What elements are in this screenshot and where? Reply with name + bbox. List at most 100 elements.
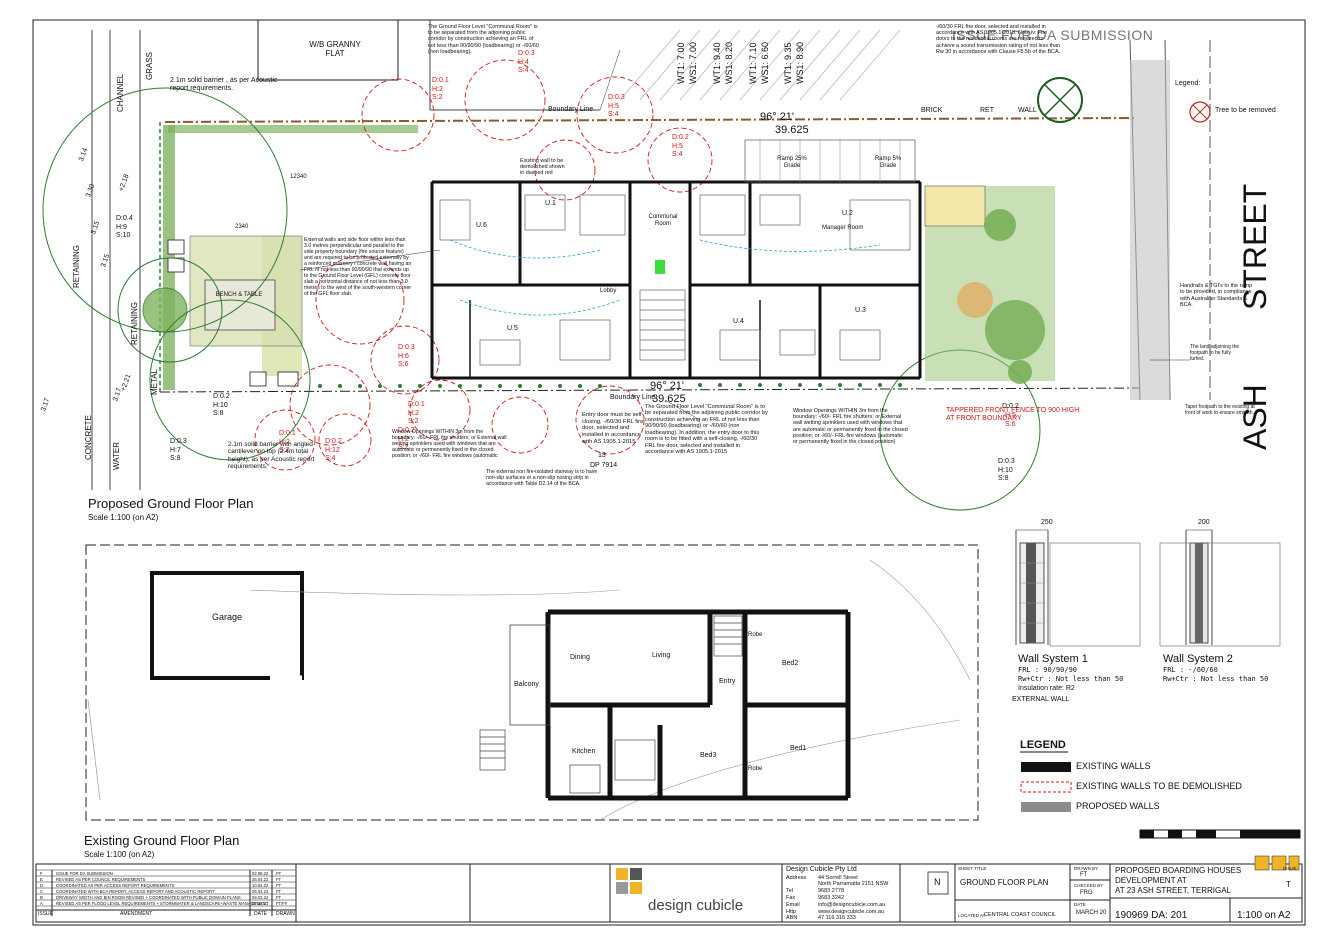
- proposed-plan-scale: Scale 1:100 (on A2): [88, 513, 159, 522]
- label-metal: METAL: [150, 368, 159, 395]
- legend-proposed-walls: PROPOSED WALLS: [1076, 801, 1160, 811]
- tree-tag-d: D:0.3: [170, 438, 187, 445]
- tree-tag-h: H:4: [518, 58, 529, 66]
- label-unit-6: U.6: [476, 222, 487, 229]
- tree-tag-d: D:0.2: [1002, 403, 1019, 410]
- revision-date: 26.04.22: [252, 877, 269, 882]
- revision-rev: B: [40, 895, 43, 900]
- water-tank-tag: WS1: 8.90: [795, 41, 805, 84]
- legend-existing-walls: EXISTING WALLS: [1076, 761, 1151, 771]
- note-stairway: The external non fire-isolated stairway …: [486, 469, 598, 487]
- tree-tag-d: D:0.2: [213, 393, 230, 400]
- existing-garage: Garage: [212, 612, 243, 622]
- existing-plan: [85, 544, 979, 821]
- revision-by: FT: [276, 877, 282, 882]
- note-footpath: The land adjoining the footpath to be fu…: [1190, 344, 1240, 362]
- checked-by-label: CHECKED BY: [1074, 883, 1104, 888]
- company-fax: 9683 3242: [818, 895, 844, 901]
- wall-system-2-name: Wall System 2: [1163, 653, 1233, 665]
- existing-plan-title: Existing Ground Floor Plan: [84, 833, 240, 848]
- company-logo-text: design cubicle: [648, 897, 744, 914]
- label-water: WATER: [112, 442, 121, 470]
- tree-tag-s: S:4: [325, 455, 336, 462]
- existing-robe-2: Robe: [748, 766, 763, 772]
- revision-date: 10.04.22: [252, 883, 269, 888]
- revision-by: FT: [276, 895, 282, 900]
- existing-living: Living: [652, 652, 671, 659]
- existing-site-boundary: [85, 544, 979, 821]
- tree-tag-s: S:2: [279, 447, 290, 454]
- wall-system-2-frl: FRL : -/60/60: [1163, 666, 1218, 674]
- existing-kitchen: Kitchen: [572, 748, 596, 755]
- note-external-walls: External walls and side floor within les…: [304, 237, 412, 297]
- tree-tag-d: D:0.3: [608, 94, 625, 101]
- label-bench-table: BENCH & TABLE: [215, 292, 263, 298]
- north-boundary-line: [164, 117, 1136, 123]
- company-email: info@designcubicle.com.au: [818, 902, 886, 908]
- rev-header-amendment: AMENDMENT: [120, 911, 153, 917]
- label-bearing-south: 96° 21': [650, 380, 685, 392]
- tree-tag-s: S:2: [398, 444, 409, 451]
- legend-demolished-walls: EXISTING WALLS TO BE DEMOLISHED: [1076, 781, 1242, 791]
- note-fire-doors: -/60/30 FRL fire door, selected and inst…: [936, 24, 1061, 55]
- revision-date: 06.04.22: [252, 889, 269, 894]
- garage-walls: [150, 571, 304, 680]
- water-tank-tag: WS1: 8.20: [724, 41, 734, 84]
- granny-flat-outline: [257, 19, 399, 81]
- tree-tag-h: H:10: [213, 401, 228, 409]
- drawn-by: FT: [1080, 872, 1088, 878]
- water-tank-tag: WT1: 9.40: [712, 42, 722, 84]
- tree-tag-h: H:7: [170, 446, 181, 454]
- note-communal-top: The Ground Floor Level "Communal Room" i…: [428, 24, 539, 55]
- south-boundary-line: [159, 387, 1141, 393]
- date-label: DATE: [1074, 902, 1086, 907]
- tree-tag-s: S:2: [408, 418, 419, 425]
- legend-title: LEGEND: [1020, 739, 1066, 751]
- wall-system-details: [1015, 529, 1281, 647]
- label-level-2: 12340: [290, 174, 307, 180]
- north-arrow-icon: N: [934, 877, 941, 887]
- label-front-fence: TAPPERED FRONT FENCE TO 900 HIGH AT FRON…: [946, 407, 1080, 423]
- job-number: 190969 DA: 201: [1115, 910, 1188, 921]
- company-name: Design Cubicle Pty Ltd: [786, 866, 857, 873]
- note-taper: Taper footpath to the existing at front …: [1185, 404, 1255, 416]
- drawing-scale: 1:100 on A2: [1237, 910, 1291, 921]
- water-tank-tag: WS1: 6.60: [760, 41, 770, 84]
- revision-desc: DRIVEWAY WIDTH AND BIN ROOM REVISED + CO…: [56, 895, 241, 900]
- water-tank-tag: WT1: 7.00: [676, 42, 686, 84]
- footpath: [1130, 60, 1170, 400]
- company-email-label: Email: [786, 902, 800, 908]
- note-barrier-bottom: 2.1m solid barrier with angled cantileve…: [228, 441, 315, 471]
- revision-rev: D: [40, 883, 44, 888]
- revision-rev: F: [40, 871, 43, 876]
- water-tank-tag: WT1: 9.35: [783, 42, 793, 84]
- rev-header-issue: ISSUE: [38, 911, 54, 917]
- tree-tag-d: D:0.2: [325, 438, 342, 445]
- tree-tag-h: H:9: [116, 223, 127, 231]
- tree-tag-s: S:6: [398, 361, 409, 368]
- revision-rev: A: [40, 901, 43, 906]
- tree-tag-h: H:5: [672, 142, 683, 150]
- tree-tag-d: D:0.4: [116, 215, 133, 222]
- label-tree-removed: Tree to be removed: [1215, 107, 1276, 114]
- note-entry-door: Entry door must be self-closing, -/60/30…: [582, 412, 644, 445]
- revision-by: FT/FF: [276, 901, 288, 906]
- revision-date: 07.12.21: [252, 901, 269, 906]
- label-unit-2: U.2: [842, 210, 853, 217]
- issue-label: ISSUE: [1283, 866, 1297, 871]
- note-barrier-top: 2.1m solid barrier , as per Acoustic rep…: [170, 77, 278, 93]
- tree-tag-h: H:2: [408, 409, 419, 417]
- existing-balcony: Balcony: [514, 681, 539, 688]
- tree-tag-h: H:6: [398, 352, 409, 360]
- label-channel: CHANNEL: [116, 73, 125, 112]
- label-level-1: 2340: [235, 224, 249, 230]
- checked-by: FRG: [1080, 890, 1093, 896]
